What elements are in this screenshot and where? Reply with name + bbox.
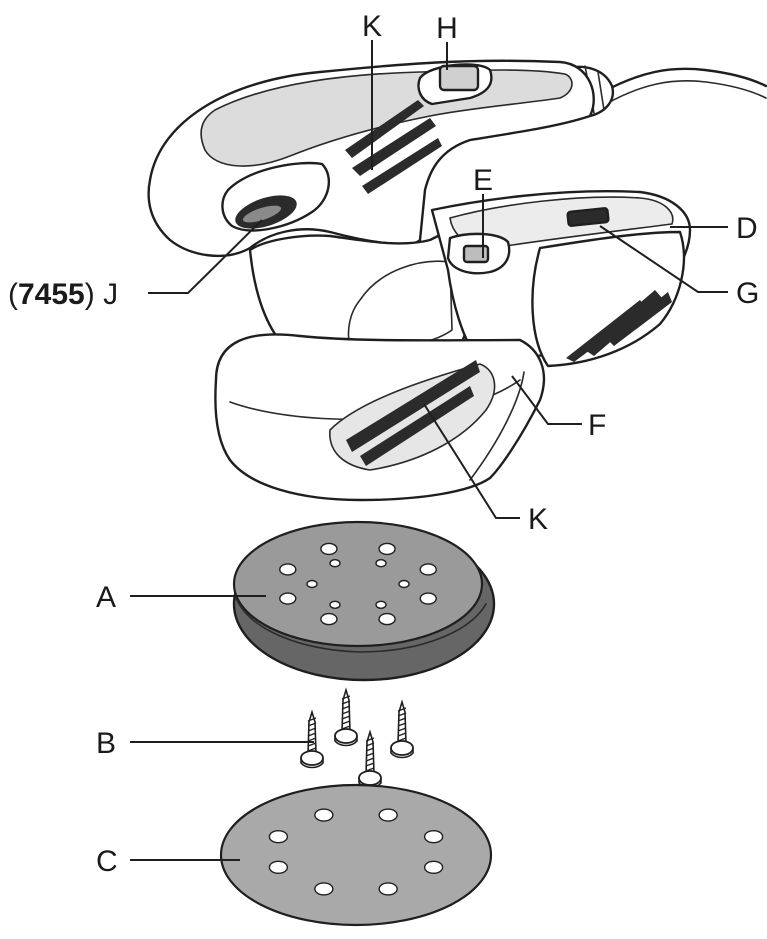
- base-panel: [329, 363, 496, 471]
- screw: [390, 699, 414, 759]
- screw-head: [334, 728, 358, 744]
- label-g: G: [736, 277, 759, 310]
- sanding-pad: [232, 520, 496, 682]
- label-k-top: K: [362, 10, 382, 43]
- screw-thread: [397, 707, 407, 742]
- pad-hole: [320, 542, 338, 556]
- screw-thread: [365, 737, 375, 772]
- sheet-hole: [378, 808, 398, 822]
- vent-slot: [345, 100, 424, 158]
- canister-ribs: [566, 290, 672, 362]
- sander-body: [147, 59, 767, 502]
- screw-head: [300, 750, 324, 766]
- sheet-hole: [378, 882, 398, 896]
- pad-hole-small: [329, 600, 341, 609]
- dust-canister: [531, 230, 686, 368]
- leader-k-bottom: [423, 403, 520, 519]
- pad-hole-small: [398, 579, 410, 589]
- lock-button[interactable]: [462, 244, 490, 264]
- label-e: E: [473, 164, 493, 197]
- vent-slot: [362, 138, 442, 194]
- sheet-hole: [314, 882, 334, 896]
- power-cord: [601, 67, 767, 94]
- pad-hole-small: [329, 559, 341, 568]
- screw-thread: [341, 695, 351, 730]
- leader-g: [599, 225, 728, 293]
- screw-washer: [390, 748, 414, 759]
- label-j-model: 7455: [18, 278, 85, 311]
- label-b: B: [96, 727, 116, 760]
- screw: [300, 709, 324, 769]
- screw: [334, 687, 358, 747]
- pad-hole: [279, 592, 297, 605]
- sheet-holes: [268, 808, 444, 896]
- pad-holes: [279, 542, 437, 626]
- label-a: A: [96, 581, 116, 614]
- label-j: J: [103, 278, 118, 311]
- speed-dial-highlight: [242, 205, 282, 223]
- screw-head: [358, 770, 382, 786]
- base-side: [469, 371, 525, 481]
- sheet-hole: [314, 808, 334, 822]
- on-off-switch[interactable]: [438, 64, 480, 92]
- pad-hole: [378, 542, 396, 556]
- part-labels: K H E D G (7455) J F K A B C: [8, 10, 759, 878]
- pad-hole-small: [375, 600, 387, 609]
- screw-washer: [300, 758, 324, 769]
- vent-slot: [360, 386, 474, 466]
- sheet-hole: [423, 860, 444, 875]
- sanding-sheet: [219, 783, 493, 927]
- screw-thread: [307, 717, 317, 752]
- pad-hole-small: [306, 579, 318, 589]
- label-d: D: [736, 212, 758, 245]
- pad-hole: [279, 563, 297, 576]
- screws: [300, 687, 414, 789]
- sheet-hole: [268, 829, 289, 844]
- screw-washer: [334, 736, 358, 747]
- pad-hole: [320, 612, 338, 626]
- label-c: C: [96, 845, 118, 878]
- leader-f: [511, 375, 582, 425]
- leader-j: [148, 219, 263, 294]
- pad-hole: [419, 592, 437, 605]
- pad-hole: [378, 612, 396, 626]
- power-cord-inner: [605, 80, 767, 105]
- label-j-group: (7455) J: [8, 278, 118, 311]
- label-k-bottom: K: [528, 503, 548, 536]
- sheet-disc: [219, 783, 493, 927]
- label-f: F: [588, 409, 606, 442]
- vent-slot: [346, 360, 480, 452]
- screw: [358, 729, 382, 789]
- sheet-hole: [423, 829, 444, 844]
- leader-lines: [130, 40, 728, 861]
- base-vents: [346, 360, 480, 466]
- label-h: H: [436, 12, 458, 45]
- pad-hole-small: [375, 559, 387, 568]
- pad-hole: [419, 563, 437, 576]
- pad-shoulder: [235, 597, 487, 653]
- dust-release-button[interactable]: [566, 207, 610, 227]
- screw-head: [390, 740, 414, 756]
- sheet-hole: [268, 860, 289, 875]
- pad-top-face: [232, 520, 484, 648]
